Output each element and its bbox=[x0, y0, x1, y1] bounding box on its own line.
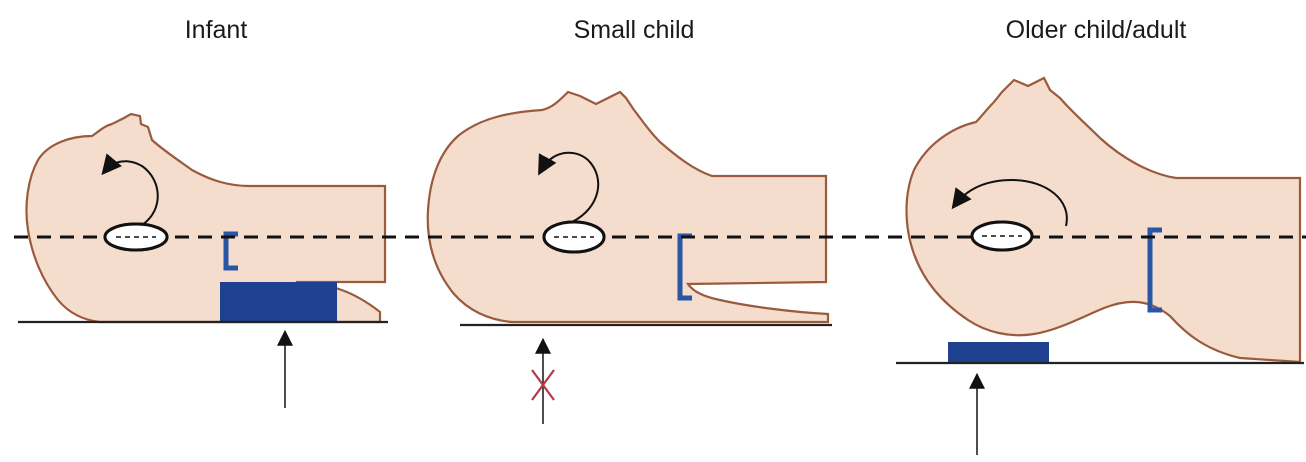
small-child-body-outline bbox=[428, 92, 828, 322]
panel-title-older-child-adult: Older child/adult bbox=[1006, 16, 1187, 44]
panel-title-infant: Infant bbox=[185, 16, 248, 44]
older-child-head-pad bbox=[948, 342, 1049, 362]
infant-shoulder-roll bbox=[220, 282, 337, 322]
panel-small-child: Small child bbox=[428, 16, 832, 424]
panel-title-small-child: Small child bbox=[574, 16, 695, 44]
older-child-body-outline bbox=[907, 78, 1301, 362]
panel-infant: Infant bbox=[18, 16, 388, 408]
